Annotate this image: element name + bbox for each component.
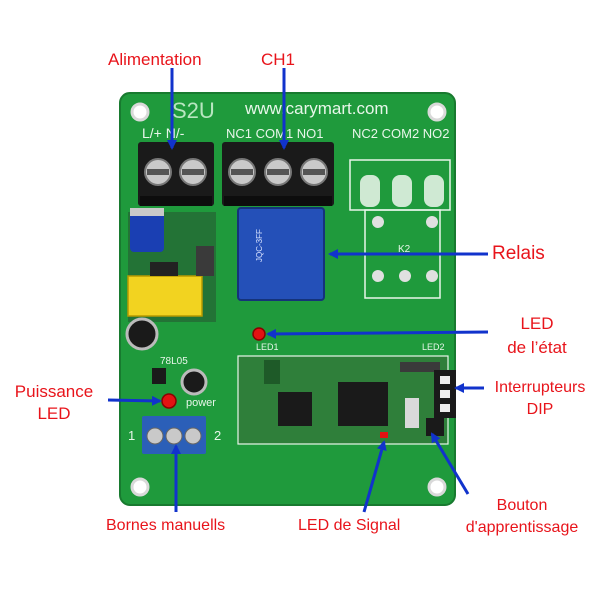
dip-switch	[434, 370, 456, 418]
receiver-module	[237, 355, 449, 445]
board-model: S2U	[172, 98, 215, 123]
power-led	[161, 393, 177, 409]
silk-power: L/+ N/-	[142, 125, 185, 141]
label-led-etat-1: LED	[520, 314, 554, 333]
silk-term2: 2	[214, 428, 221, 443]
silk-ch2: NC2 COM2 NO2	[352, 126, 450, 141]
learning-button	[426, 418, 444, 436]
capacitor	[180, 368, 208, 396]
label-dip-2: DIP	[526, 401, 554, 418]
power-module	[127, 208, 216, 322]
silk-term1: 1	[128, 428, 135, 443]
arrow-led-signal	[362, 440, 387, 513]
arrow-led-etat	[266, 328, 489, 339]
relay-text: JQC-3FF	[255, 229, 264, 262]
board-website: www.carymart.com	[244, 99, 389, 118]
silk-ch1: NC1 COM1 NO1	[226, 126, 324, 141]
mounting-hole	[427, 102, 447, 122]
annotation-arrows	[107, 68, 489, 513]
label-bouton-2: d'apprentissage	[465, 519, 579, 536]
mounting-hole	[130, 102, 150, 122]
arrow-bouton	[430, 432, 470, 495]
silk-led2: LED2	[422, 342, 445, 352]
label-relais: Relais	[492, 243, 545, 264]
relay: JQC-3FF	[237, 207, 325, 301]
label-puissance-2: LED	[37, 404, 71, 423]
ch1-terminal-block	[222, 142, 334, 206]
power-terminal-block	[138, 142, 214, 206]
status-led	[252, 327, 266, 341]
label-bouton-1: Bouton	[496, 497, 548, 514]
silk-led1: LED1	[256, 342, 279, 352]
regulator-78l05	[152, 368, 166, 384]
label-led-signal: LED de Signal	[298, 517, 401, 534]
signal-led	[380, 432, 388, 438]
label-puissance-1: Puissance	[14, 382, 94, 401]
capacitor	[125, 317, 159, 351]
mounting-hole	[427, 477, 447, 497]
ch2-footprint: K2	[349, 159, 451, 299]
label-led-etat-2: de l’état	[507, 338, 567, 357]
mounting-hole	[130, 477, 150, 497]
arrow-puissance-led	[107, 395, 162, 406]
label-bornes: Bornes manuells	[106, 517, 226, 534]
label-ch1: CH1	[261, 50, 296, 69]
silk-power-led: power	[186, 397, 216, 409]
manual-terminal-block	[142, 416, 206, 454]
silk-78l05: 78L05	[160, 356, 188, 367]
silk-k2: K2	[398, 244, 411, 255]
label-dip-1: Interrupteurs	[494, 379, 586, 396]
label-alimentation: Alimentation	[108, 50, 202, 69]
